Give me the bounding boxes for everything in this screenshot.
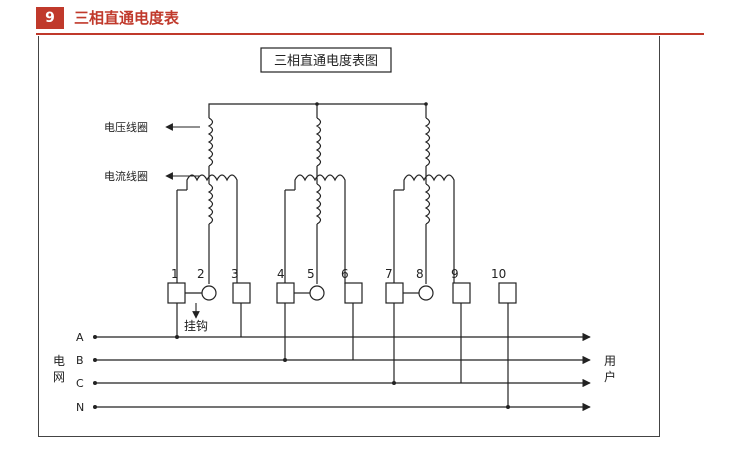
user-label-char-1: 用 xyxy=(604,354,616,368)
terminal-3: 3 xyxy=(231,267,239,281)
terminal-7: 7 xyxy=(385,267,393,281)
diagram-title: 三相直通电度表图 xyxy=(274,53,378,69)
terminal-5: 5 xyxy=(307,267,315,281)
grid-label-char-2: 网 xyxy=(53,370,65,384)
terminal-10: 10 xyxy=(491,267,506,281)
current-coil-label: 电流线圈 xyxy=(104,169,148,183)
terminal-8: 8 xyxy=(416,267,424,281)
terminal-1: 1 xyxy=(171,267,179,281)
grid-label-char-1: 电 xyxy=(53,354,65,368)
meter-element-1 xyxy=(176,117,238,284)
line-label-n: N xyxy=(76,401,84,414)
terminal-blocks xyxy=(167,282,517,304)
section-title: 三相直通电度表 xyxy=(74,9,180,27)
header-divider xyxy=(36,33,704,35)
diagram-title-box xyxy=(260,47,392,73)
terminal-connections xyxy=(176,303,509,407)
line-label-c: C xyxy=(76,377,84,390)
meter-element-2 xyxy=(284,117,346,284)
section-number-badge: 9 xyxy=(36,7,64,29)
terminal-9: 9 xyxy=(451,267,459,281)
hook-label: 挂钩 xyxy=(184,319,208,333)
diagram-frame xyxy=(38,36,660,437)
terminal-4: 4 xyxy=(277,267,285,281)
line-label-a: A xyxy=(76,331,84,344)
voltage-coil-label: 电压线圈 xyxy=(104,120,148,134)
user-label-char-2: 户 xyxy=(604,369,616,384)
terminal-6: 6 xyxy=(341,267,349,281)
meter-element-3 xyxy=(393,117,455,284)
section-header: 9 三相直通电度表 xyxy=(0,0,743,36)
line-label-b: B xyxy=(76,354,84,367)
terminal-2: 2 xyxy=(197,267,205,281)
